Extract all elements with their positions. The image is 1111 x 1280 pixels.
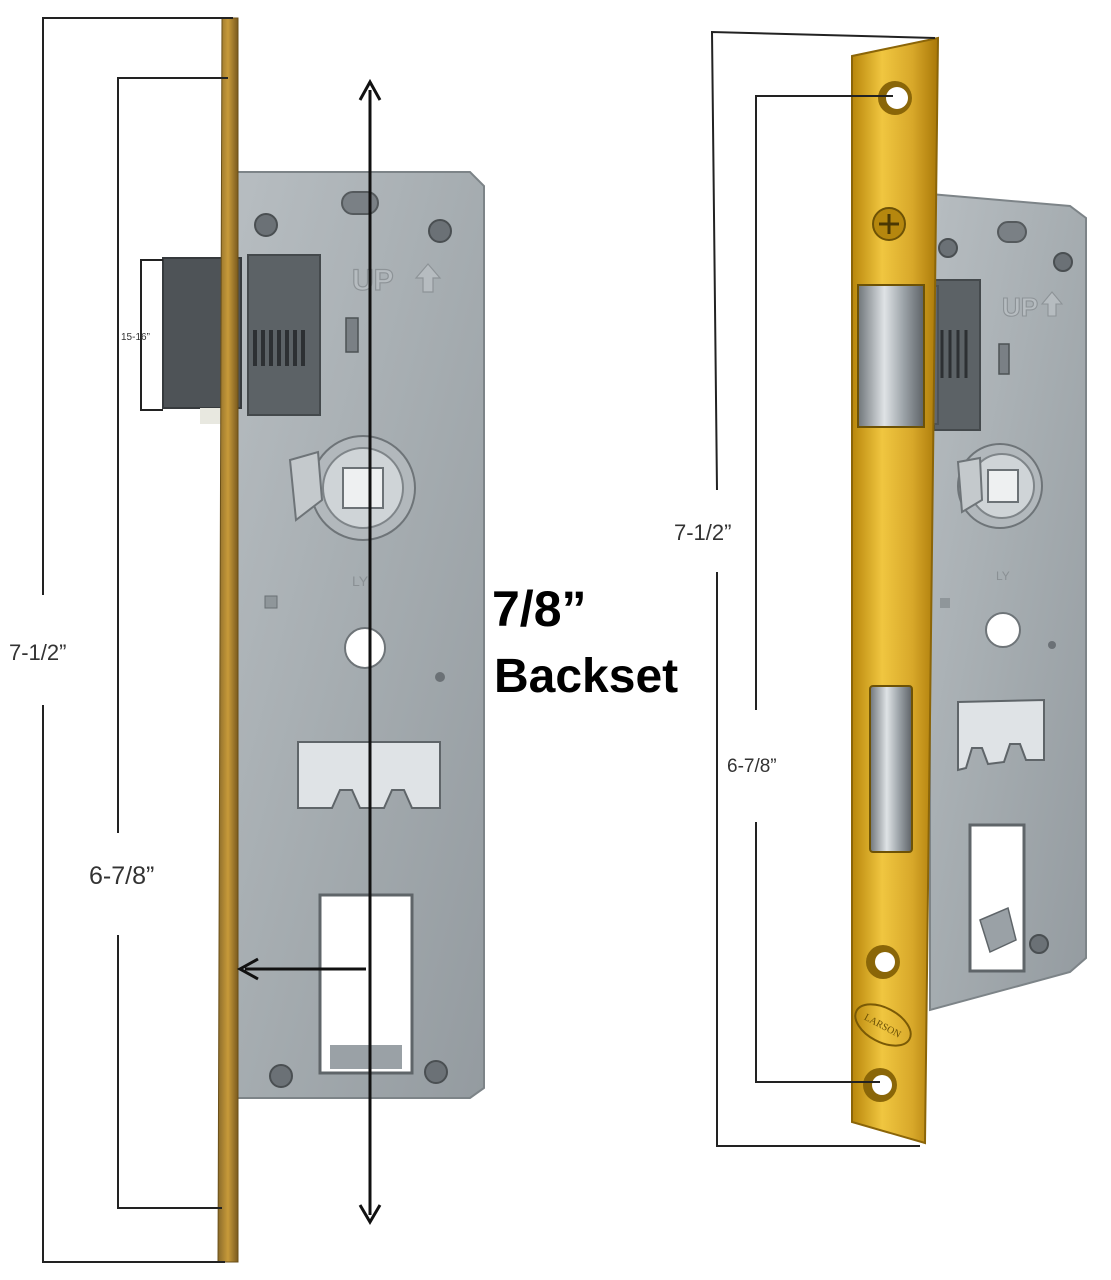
right-latch-spring bbox=[940, 330, 968, 378]
right-brass-faceplate bbox=[851, 36, 940, 1145]
left-case-notch bbox=[264, 595, 278, 609]
right-faceplate-screw bbox=[872, 207, 906, 241]
right-case-rivet bbox=[1048, 641, 1056, 649]
right-faceplate-screw-hole bbox=[878, 81, 912, 115]
left-cylinder-base bbox=[330, 1045, 402, 1069]
right-overall-height-label: 7-1/2” bbox=[674, 520, 731, 545]
right-faceplate-latch-opening bbox=[857, 284, 925, 428]
right-cam bbox=[979, 906, 1017, 954]
left-case-code: LY bbox=[352, 573, 369, 589]
right-brand-stamp bbox=[854, 1003, 912, 1047]
left-latch-dimension-line bbox=[140, 259, 163, 411]
right-case-screw bbox=[1053, 252, 1073, 272]
left-case-screw bbox=[424, 1060, 448, 1084]
right-case-code: LY bbox=[996, 569, 1010, 583]
right-case-screw bbox=[1029, 934, 1049, 954]
backset-value: 7/8” bbox=[492, 581, 587, 637]
left-round-hole bbox=[344, 627, 386, 669]
left-case-screw bbox=[254, 213, 278, 237]
left-overall-height-label: 7-1/2” bbox=[9, 640, 66, 665]
left-dimension-lines bbox=[42, 17, 233, 1263]
right-spindle-hub bbox=[956, 443, 1043, 529]
backset-arrows bbox=[236, 78, 382, 1225]
right-middle-cutout bbox=[957, 698, 1045, 772]
right-up-arrow-icon bbox=[1040, 291, 1064, 317]
left-latch-window bbox=[247, 254, 321, 416]
left-case-screw bbox=[428, 219, 452, 243]
backset-word: Backset bbox=[494, 650, 678, 703]
right-case-notch bbox=[940, 598, 950, 608]
right-faceplate-screw-hole bbox=[863, 1068, 897, 1102]
left-lock-view: UP LY bbox=[162, 17, 485, 1263]
left-latch-spring bbox=[253, 330, 305, 366]
left-latch-tab bbox=[200, 408, 222, 424]
right-screw-dimension-line bbox=[755, 95, 893, 710]
right-up-marking: UP bbox=[1002, 292, 1038, 322]
right-small-slot bbox=[998, 343, 1010, 375]
right-top-slot bbox=[997, 221, 1027, 243]
left-small-slot bbox=[345, 317, 359, 353]
left-case-screw bbox=[269, 1064, 293, 1088]
left-top-slot bbox=[341, 191, 379, 215]
left-case-rivet bbox=[435, 672, 445, 682]
right-case-screw bbox=[938, 238, 958, 258]
right-screw-spacing-label: 6-7/8” bbox=[727, 756, 777, 777]
right-deadbolt-opening bbox=[869, 685, 913, 853]
right-round-hole bbox=[985, 612, 1021, 648]
left-spindle-hub bbox=[288, 435, 416, 541]
left-overall-dimension-line bbox=[42, 17, 233, 595]
left-up-arrow-icon bbox=[414, 263, 442, 293]
left-up-marking: UP bbox=[352, 264, 394, 297]
right-lock-view: UP LY bbox=[851, 36, 1087, 1145]
left-screw-spacing-label: 6-7/8” bbox=[89, 862, 154, 890]
right-overall-dimension-line bbox=[710, 30, 936, 491]
right-faceplate-screw-hole bbox=[866, 945, 900, 979]
left-screw-dimension-line bbox=[117, 77, 228, 833]
right-dimension-lines bbox=[710, 30, 936, 1147]
left-latch-label: 15-16” bbox=[121, 332, 150, 343]
left-faceplate-edge bbox=[217, 17, 239, 1263]
left-cylinder-opening bbox=[318, 893, 414, 1075]
